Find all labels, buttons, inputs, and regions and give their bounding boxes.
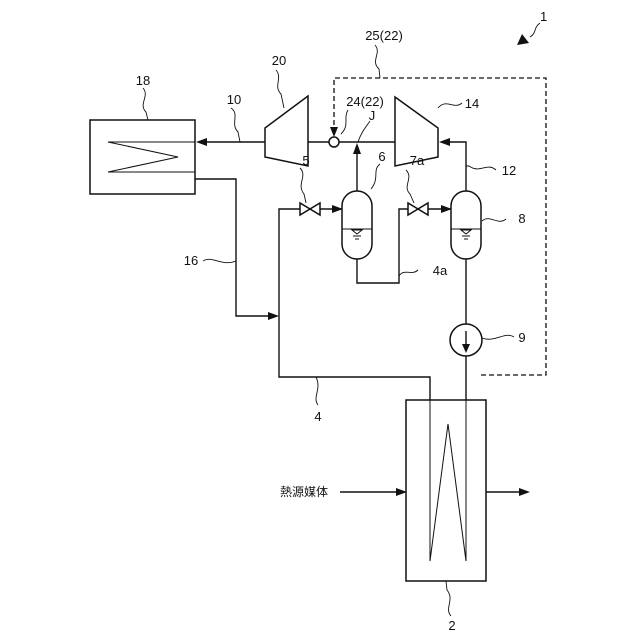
heat-exchanger-2 [406, 400, 486, 581]
valve-5-left [300, 203, 310, 215]
label-line-16: 16 [184, 253, 198, 268]
label-line-12: 12 [502, 163, 516, 178]
label-line-4: 4 [314, 409, 321, 424]
line-16 [195, 179, 270, 316]
condenser-18 [90, 120, 195, 194]
arrow-control-to-junction [330, 127, 338, 137]
valve-7a-left [408, 203, 418, 215]
junction-24 [329, 137, 339, 147]
arrow-into-compressor-14 [439, 138, 450, 146]
valve-5-right [310, 203, 320, 215]
label-line-10: 10 [227, 92, 241, 107]
label-heat-exchanger-2: 2 [448, 618, 455, 633]
label-condenser-18: 18 [136, 73, 150, 88]
label-pump-9: 9 [518, 330, 525, 345]
separator-8 [451, 191, 481, 259]
valve-7a-right [418, 203, 428, 215]
label-compressor-14: 14 [465, 96, 479, 111]
heat-source-outlet-arrow [519, 488, 530, 496]
label-control-25: 25(22) [365, 28, 403, 43]
label-junction-24: 24(22) [346, 94, 384, 109]
arrow-into-condenser [196, 138, 207, 146]
label-heat-source-medium: 熱源媒体 [280, 485, 328, 499]
label-junction-J: J [369, 108, 376, 123]
label-separator-8: 8 [518, 211, 525, 226]
arrow-line-16 [268, 312, 279, 320]
label-system: 1 [540, 9, 547, 24]
system-pointer-arrow [517, 34, 529, 45]
label-valve-5: 5 [302, 153, 309, 168]
separator-6 [342, 191, 372, 259]
label-line-4a: 4a [433, 263, 448, 278]
label-separator-6: 6 [378, 149, 385, 164]
label-valve-7a: 7a [410, 153, 425, 168]
arrow-to-junction-J [353, 143, 361, 154]
label-compressor-20: 20 [272, 53, 286, 68]
line-12 [448, 142, 466, 191]
